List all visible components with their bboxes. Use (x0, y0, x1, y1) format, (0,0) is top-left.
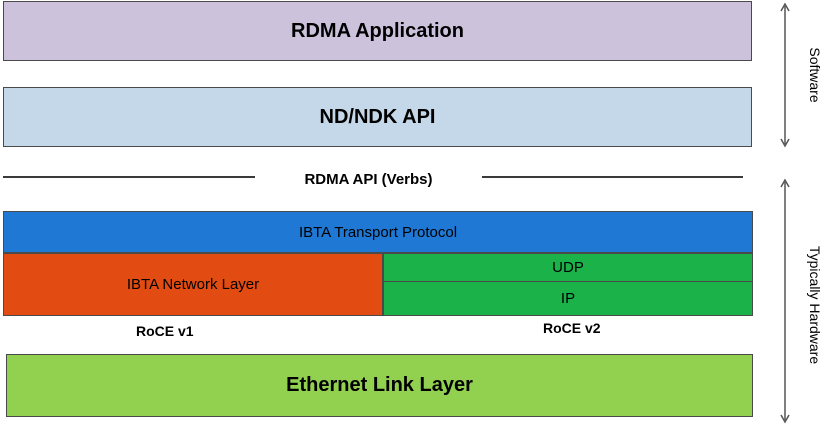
software-side-label: Software (807, 47, 823, 103)
roce-v2-caption: RoCE v2 (543, 320, 601, 336)
ibta-network-label: IBTA Network Layer (126, 276, 260, 293)
side-arrows (780, 2, 790, 424)
nd-ndk-api-layer: ND/NDK API (3, 87, 752, 147)
ip-layer: IP (383, 281, 753, 316)
hardware-arrow (780, 178, 790, 424)
roce-v1-caption: RoCE v1 (136, 323, 194, 339)
rdma-application-layer: RDMA Application (3, 1, 752, 61)
ibta-network-layer: IBTA Network Layer (3, 253, 383, 316)
ibta-transport-layer: IBTA Transport Protocol (3, 211, 753, 253)
nd-ndk-api-label: ND/NDK API (319, 105, 436, 128)
ibta-transport-label: IBTA Transport Protocol (298, 223, 458, 241)
verbs-divider-left (3, 176, 255, 178)
software-arrow (780, 2, 790, 148)
verbs-divider-right (482, 176, 743, 178)
udp-label: UDP (552, 259, 584, 276)
udp-layer: UDP (383, 253, 753, 282)
ethernet-link-label: Ethernet Link Layer (286, 374, 473, 396)
verbs-label: RDMA API (Verbs) (304, 171, 433, 188)
hardware-side-label: Typically Hardware (807, 245, 823, 365)
ip-label: IP (560, 290, 576, 307)
rdma-application-label: RDMA Application (291, 19, 464, 42)
ethernet-link-layer: Ethernet Link Layer (6, 354, 753, 417)
